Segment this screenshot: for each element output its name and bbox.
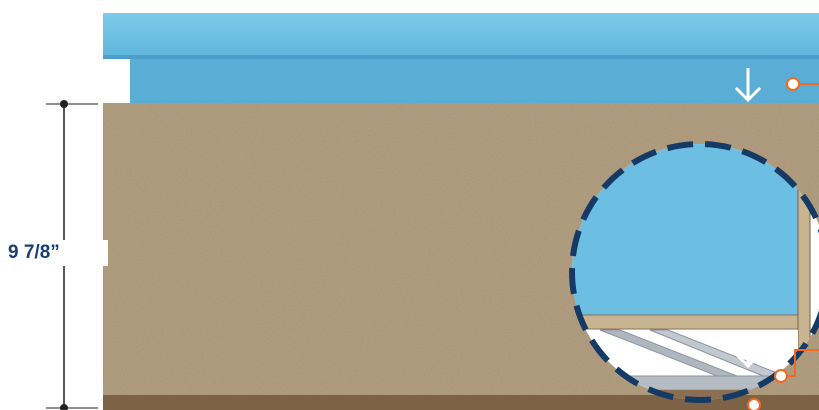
foam-mattress (103, 13, 819, 103)
callout-marker-icon (748, 399, 760, 410)
height-dimension-label: 9 7/8” (8, 240, 108, 266)
